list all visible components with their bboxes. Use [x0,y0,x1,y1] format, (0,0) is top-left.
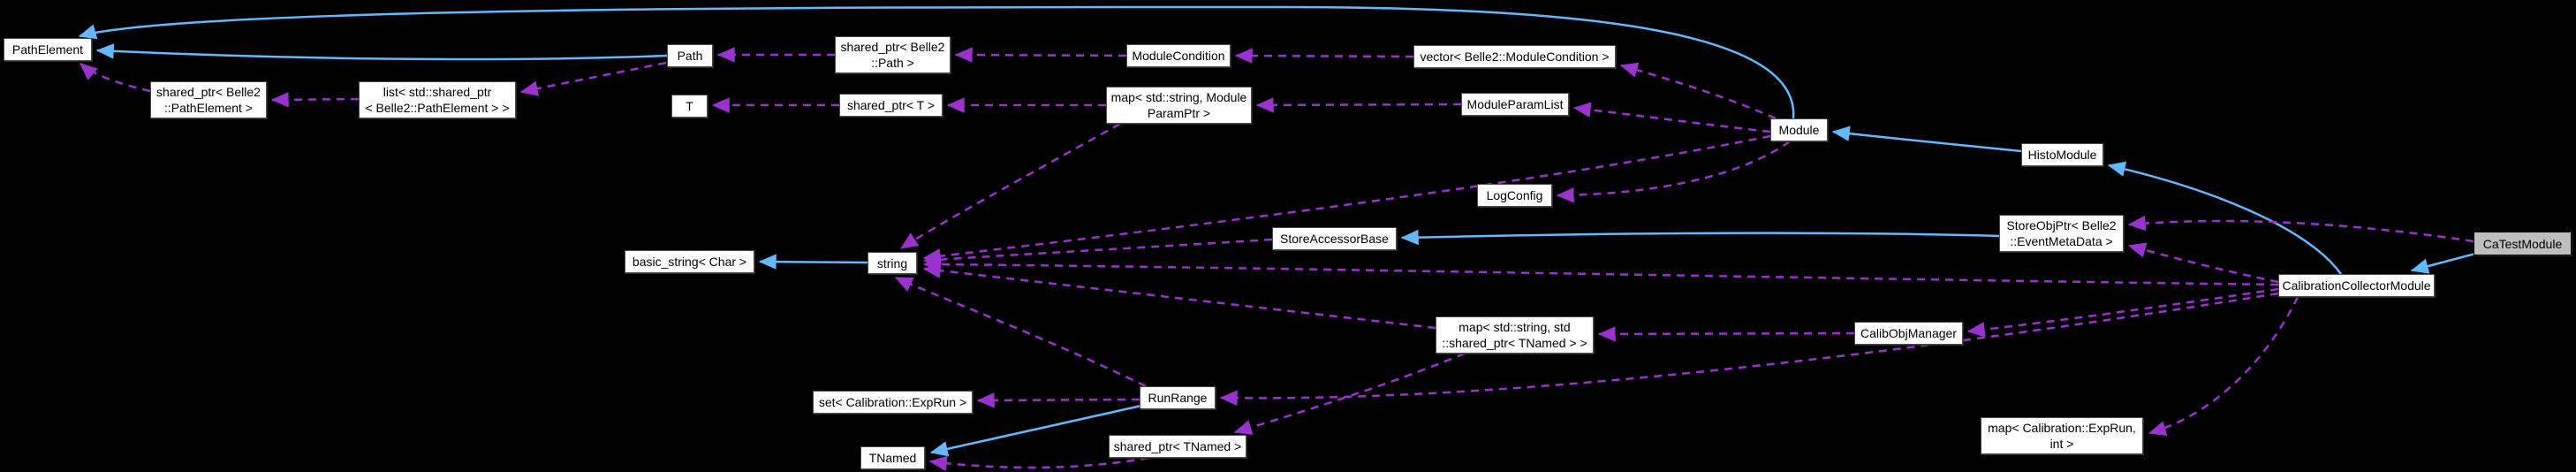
node-calibrationcollectormodule[interactable]: CalibrationCollectorModule [2278,274,2435,297]
node-label: list< std::shared_ptr [383,85,492,99]
node-logconfig[interactable]: LogConfig [1477,184,1552,207]
edge-histomodule-to-module [1831,126,2022,153]
edge-module-to-pathelement [78,5,1795,119]
node-label: ParamPtr > [1147,106,1211,120]
edge-map-string-shared-ptr-tnamed-to-shared-ptr-tnamed [1233,352,1466,435]
edge-path-to-pathelement [95,43,668,61]
node-label: map< Calibration::ExpRun, [1988,421,2136,435]
node-label: StoreAccessorBase [1280,232,1389,246]
edge-calibrationcollectormodule-to-calibobjmanager [1966,287,2279,338]
node-path[interactable]: Path [667,44,713,67]
node-label: set< Calibration::ExpRun > [818,395,967,409]
node-label: map< std::string, std [1458,320,1571,334]
node-map-string-shared-ptr-tnamed[interactable]: map< std::string, std::shared_ptr< TName… [1436,316,1594,354]
node-label: LogConfig [1486,188,1543,202]
node-label: map< std::string, Module [1110,90,1247,104]
node-set-calibration-exprun[interactable]: set< Calibration::ExpRun > [813,391,973,414]
node-label: StoreObjPtr< Belle2 [2006,218,2117,232]
node-modulecondition[interactable]: ModuleCondition [1126,44,1231,67]
node-pathelement[interactable]: PathElement [4,38,92,61]
edge-catestmodule-to-calibrationcollectormodule [2410,252,2476,274]
edge-map-string-shared-ptr-tnamed-to-string [922,263,1436,330]
node-storeaccessorbase[interactable]: StoreAccessorBase [1272,227,1397,250]
node-label: int > [2049,437,2074,451]
node-vector-modulecondition[interactable]: vector< Belle2::ModuleCondition > [1413,45,1616,68]
node-moduleparamlist[interactable]: ModuleParamList [1461,93,1569,116]
node-label: shared_ptr< Belle2 [840,40,945,54]
edge-runrange-to-string [894,276,1147,388]
edge-shared-ptr-pathelement-to-pathelement [80,63,151,93]
node-label: vector< Belle2::ModuleCondition > [1420,49,1610,64]
edge-shared-ptr-tnamed-to-tnamed [928,455,1149,471]
node-label: shared_ptr< T > [846,98,936,112]
node-label: Path [677,49,703,63]
node-module[interactable]: Module [1770,118,1828,141]
node-t[interactable]: T [671,95,708,118]
node-list-shared-ptr-pathelement[interactable]: list< std::shared_ptr< Belle2::PathEleme… [359,81,516,118]
edge-storeaccessorbase-to-string [922,238,1273,268]
node-basic-string-char[interactable]: basic_string< Char > [625,250,754,273]
node-label: basic_string< Char > [632,255,747,269]
node-label: shared_ptr< TNamed > [1113,439,1242,453]
edge-runrange-to-tnamed [929,404,1142,457]
node-storeobjptr-eventmetadata[interactable]: StoreObjPtr< Belle2::EventMetaData > [1999,215,2124,252]
node-label: CalibObjManager [1860,326,1957,340]
edge-map-string-moduleparamptr-to-string [899,122,1121,250]
edge-moduleparamlist-to-map-string-moduleparamptr [1255,97,1462,113]
node-histomodule[interactable]: HistoModule [2021,143,2103,166]
node-label: TNamed [868,451,917,465]
node-label: RunRange [1148,391,1208,405]
node-tnamed[interactable]: TNamed [860,446,925,469]
edge-module-to-moduleparamlist [1572,102,1771,133]
node-label: string [876,255,908,270]
node-label: PathElement [11,42,84,57]
edge-string-to-basic-string-char [758,254,868,270]
node-label: shared_ptr< Belle2 [156,85,261,99]
edge-calibrationcollectormodule-to-string [922,256,2279,286]
node-label: ::Path > [871,56,914,70]
node-runrange[interactable]: RunRange [1140,386,1216,409]
edge-path-to-list-shared-ptr-pathelement [519,61,667,96]
node-label: CaTestModule [2482,236,2563,251]
node-map-calibration-exprun-int[interactable]: map< Calibration::ExpRun,int > [1981,417,2143,454]
node-label: Module [1778,123,1820,137]
node-string[interactable]: string [868,252,917,274]
node-shared-ptr-tnamed[interactable]: shared_ptr< TNamed > [1109,435,1246,458]
node-label: CalibrationCollectorModule [2282,278,2431,293]
node-calibobjmanager[interactable]: CalibObjManager [1854,322,1963,345]
node-label: ::PathElement > [163,101,253,115]
edge-module-to-vector-modulecondition [1619,62,1777,120]
node-catestmodule[interactable]: CaTestModule [2474,232,2572,255]
edge-calibrationcollectormodule-to-runrange [1219,292,2279,407]
node-label: ModuleParamList [1466,97,1564,111]
edge-calibobjmanager-to-map-string-shared-ptr-tnamed [1597,326,1855,342]
edge-list-shared-ptr-pathelement-to-shared-ptr-pathelement [270,92,360,108]
edge-calibrationcollectormodule-to-map-calibration-exprun-int [2148,296,2299,437]
node-label: ModuleCondition [1132,49,1225,63]
edge-calibrationcollectormodule-to-storeobjptr-eventmetadata [2127,242,2279,284]
node-label: HistoModule [2027,148,2097,162]
edge-storeobjptr-eventmetadata-to-storeaccessorbase [1400,229,2000,246]
node-shared-ptr-path[interactable]: shared_ptr< Belle2::Path > [835,36,951,73]
node-label: ::shared_ptr< TNamed > > [1442,336,1587,350]
node-label: T [686,99,693,113]
edge-modulecondition-to-shared-ptr-path [954,47,1127,63]
node-shared-ptr-pathelement[interactable]: shared_ptr< Belle2::PathElement > [150,81,267,118]
node-shared-ptr-t[interactable]: shared_ptr< T > [839,94,943,117]
node-label: ::EventMetaData > [2010,234,2113,248]
edge-module-to-logconfig [1556,140,1791,203]
edge-vector-modulecondition-to-modulecondition [1234,48,1414,64]
edge-calibrationcollectormodule-to-histomodule [2107,161,2343,275]
node-label: < Belle2::PathElement > > [365,101,510,115]
edge-module-to-string [922,134,1771,264]
